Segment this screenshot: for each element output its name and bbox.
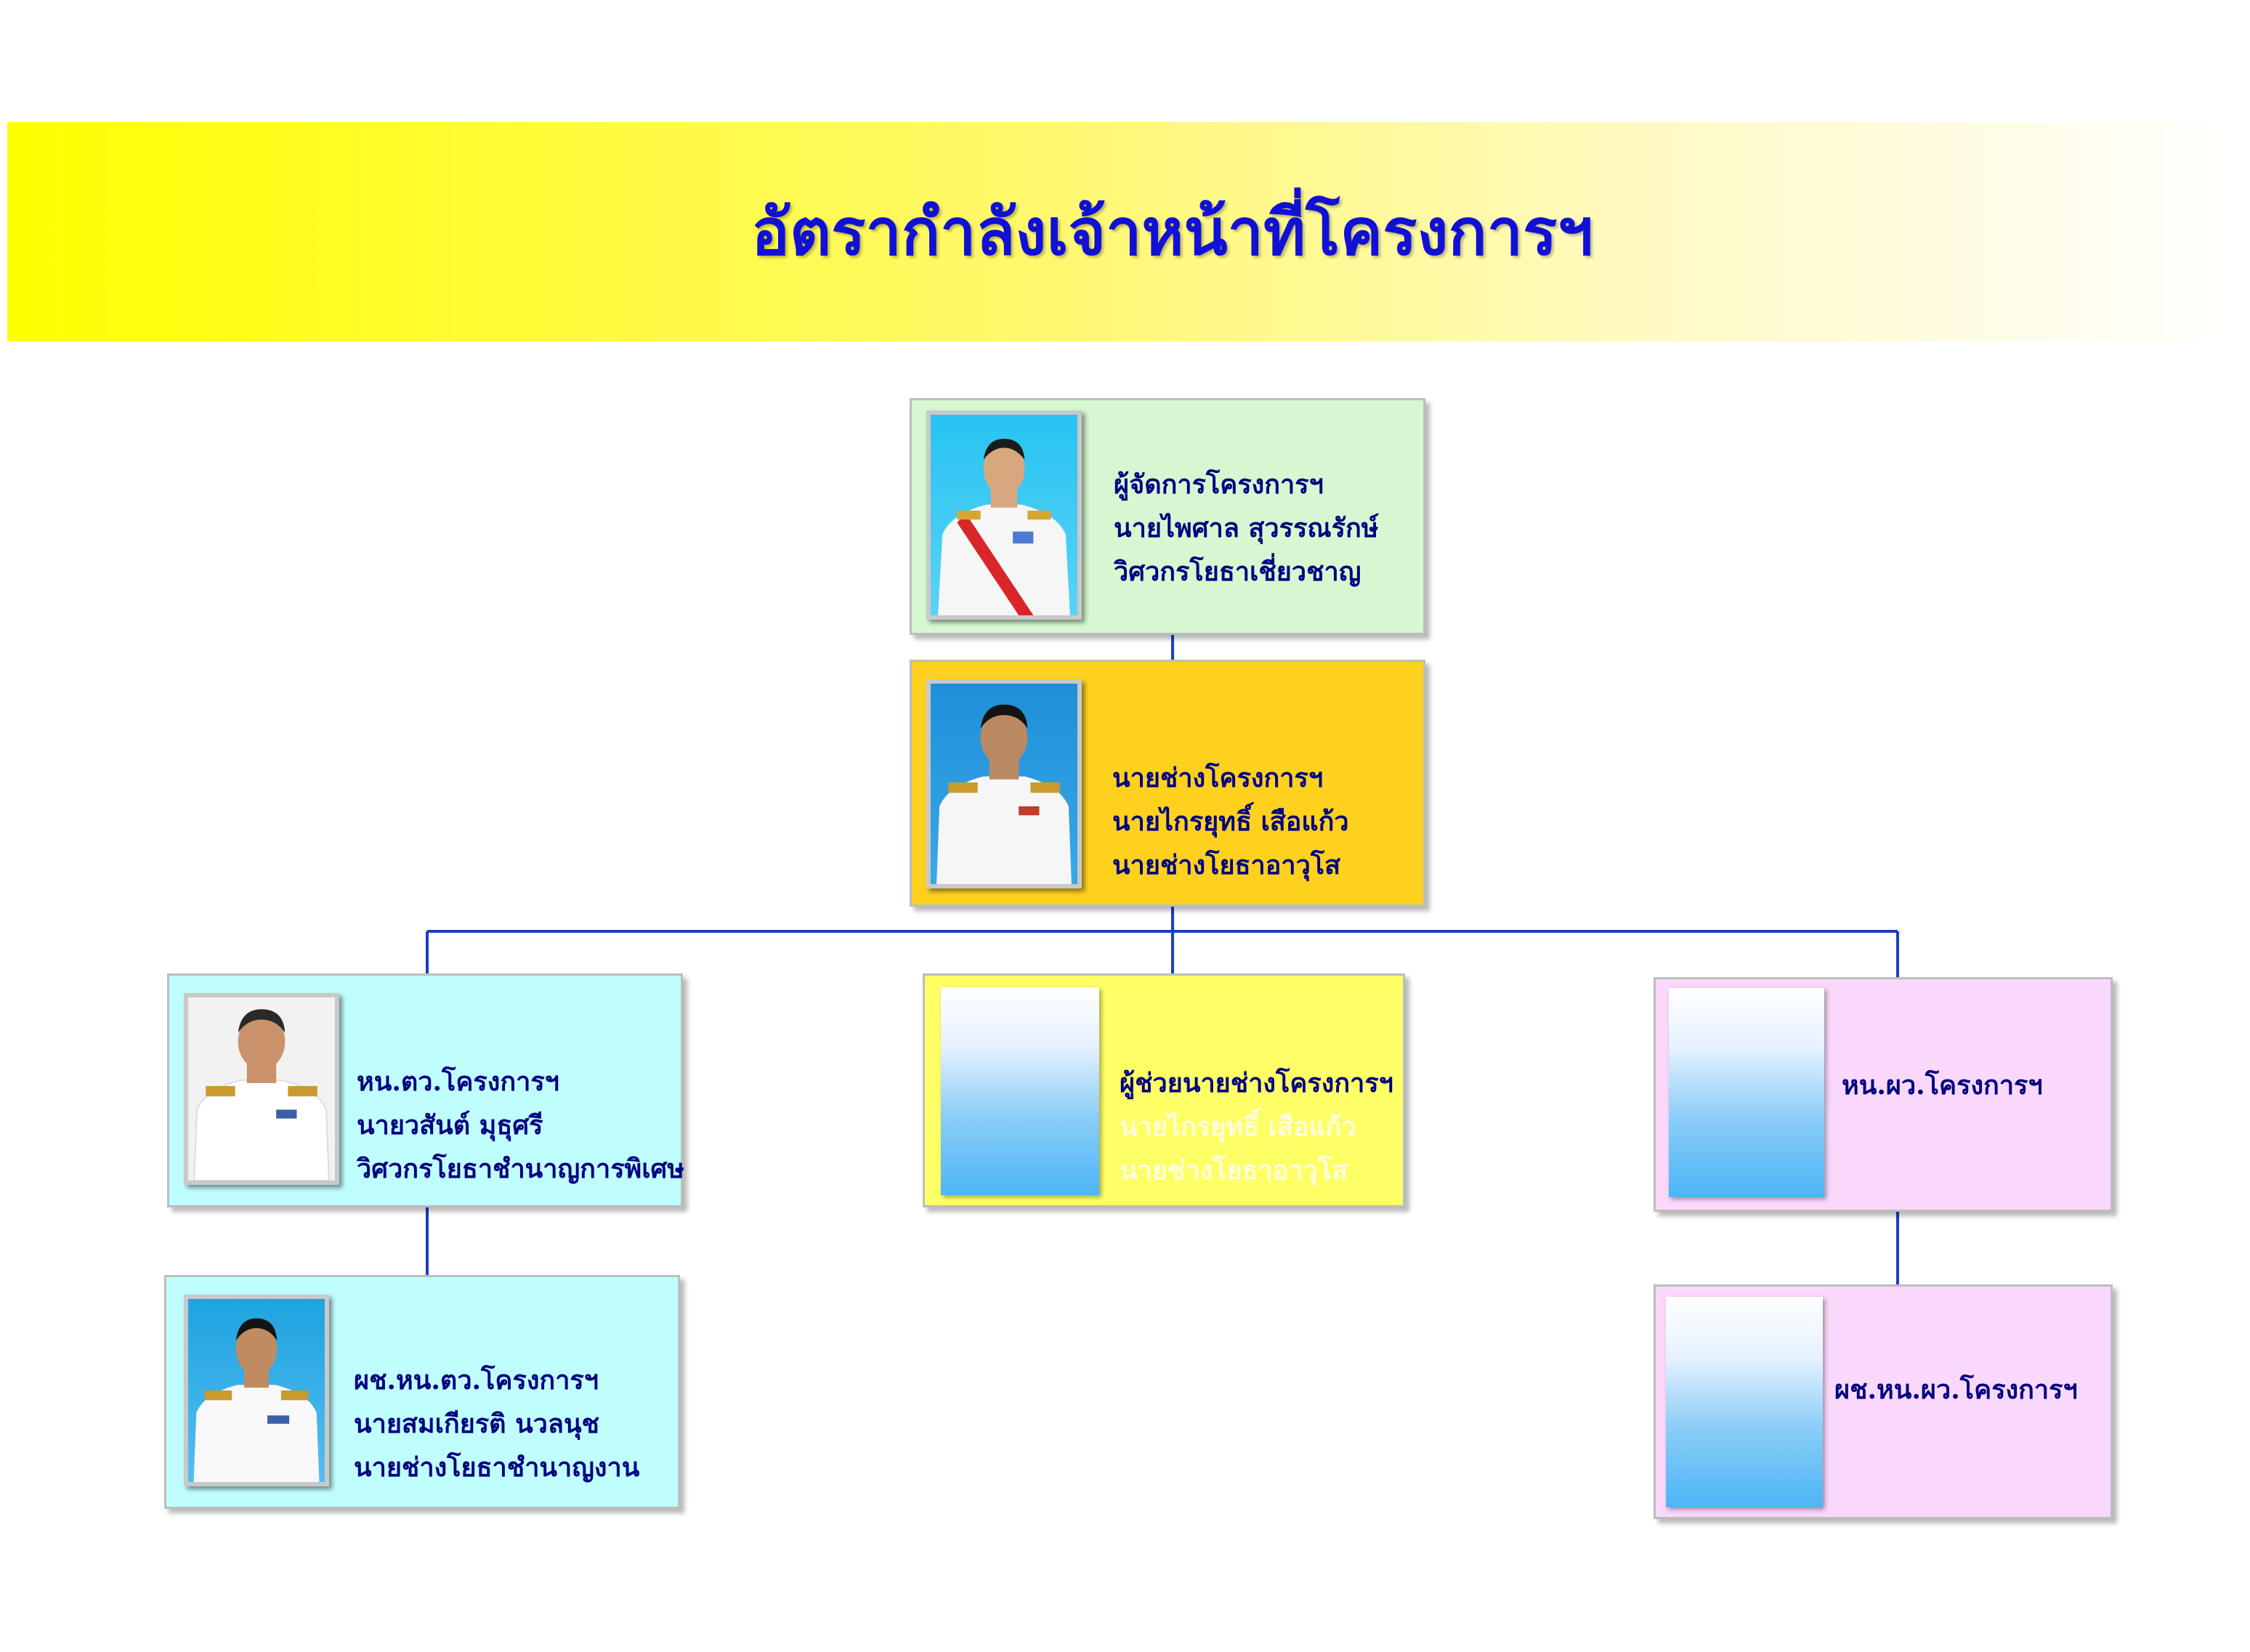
survey-head-rank: วิศวกรโยธาชำนาญการพิเศษ	[357, 1154, 685, 1184]
engineer-box: นายช่างโครงการฯ นายไกรยุทธิ์ เสือแก้ว นา…	[910, 660, 1425, 907]
assistant-engineer-box: ผู้ช่วยนายช่างโครงการฯ นายไกรยุทธิ์ เสือ…	[923, 973, 1405, 1207]
engineer-photo	[926, 679, 1082, 888]
manager-text: ผู้จัดการโครงการฯ นายไพศาล สุวรรณรักษ์ ว…	[1114, 463, 1379, 594]
assistant-engineer-rank: นายช่างโยธาอาวุโส	[1120, 1155, 1348, 1186]
engineer-position: นายช่างโครงการฯ	[1112, 763, 1324, 793]
maintenance-head-box: หน.ผว.โครงการฯ	[1654, 977, 2113, 1212]
title-banner: อัตรากำลังเจ้าหน้าที่โครงการฯ	[7, 122, 2250, 341]
assistant-engineer-name: นายไกรยุทธิ์ เสือแก้ว	[1120, 1112, 1356, 1142]
manager-rank: วิศวกรโยธาเชี่ยวชาญ	[1114, 556, 1361, 587]
engineer-rank: นายช่างโยธาอาวุโส	[1112, 850, 1341, 880]
survey-assistant-box: ผช.หน.ตว.โครงการฯ นายสมเกียรติ นวลนุช นา…	[164, 1275, 680, 1509]
maintenance-assistant-position: ผช.หน.ผว.โครงการฯ	[1834, 1374, 2078, 1405]
survey-head-box: หน.ตว.โครงการฯ นายวสันต์ มุธุศรี วิศวกรโ…	[167, 973, 684, 1207]
survey-assistant-rank: นายช่างโยธาชำนาญงาน	[354, 1452, 640, 1483]
survey-head-text: หน.ตว.โครงการฯ นายวสันต์ มุธุศรี วิศวกรโ…	[357, 1060, 684, 1191]
survey-assistant-text: ผช.หน.ตว.โครงการฯ นายสมเกียรติ นวลนุช นา…	[354, 1359, 639, 1489]
maintenance-head-position: หน.ผว.โครงการฯ	[1842, 1070, 2043, 1101]
engineer-name: นายไกรยุทธิ์ เสือแก้ว	[1112, 806, 1349, 837]
manager-name: นายไพศาล สุวรรณรักษ์	[1114, 513, 1379, 543]
assistant-engineer-text: ผู้ช่วยนายช่างโครงการฯ นายไกรยุทธิ์ เสือ…	[1120, 1061, 1393, 1192]
maintenance-head-text: หน.ผว.โครงการฯ	[1842, 1064, 2043, 1107]
manager-photo	[926, 410, 1082, 620]
manager-box: ผู้จัดการโครงการฯ นายไพศาล สุวรรณรักษ์ ว…	[910, 398, 1425, 635]
assistant-engineer-photo-placeholder	[941, 987, 1099, 1195]
survey-head-name: นายวสันต์ มุธุศรี	[357, 1110, 543, 1141]
survey-assistant-name: นายสมเกียรติ นวลนุช	[354, 1409, 599, 1439]
maintenance-assistant-box: ผช.หน.ผว.โครงการฯ	[1654, 1284, 2113, 1519]
survey-head-photo	[184, 993, 339, 1185]
maintenance-head-photo-placeholder	[1669, 988, 1824, 1197]
survey-assistant-photo	[184, 1295, 329, 1486]
maintenance-assistant-photo-placeholder	[1666, 1297, 1823, 1507]
survey-assistant-position: ผช.หน.ตว.โครงการฯ	[354, 1365, 599, 1396]
engineer-text: นายช่างโครงการฯ นายไกรยุทธิ์ เสือแก้ว นา…	[1112, 756, 1349, 887]
manager-position: ผู้จัดการโครงการฯ	[1114, 469, 1324, 500]
assistant-engineer-position: ผู้ช่วยนายช่างโครงการฯ	[1120, 1068, 1393, 1098]
survey-head-position: หน.ตว.โครงการฯ	[357, 1066, 559, 1097]
maintenance-assistant-text: ผช.หน.ผว.โครงการฯ	[1834, 1368, 2078, 1412]
page-title: อัตรากำลังเจ้าหน้าที่โครงการฯ	[751, 195, 1593, 270]
